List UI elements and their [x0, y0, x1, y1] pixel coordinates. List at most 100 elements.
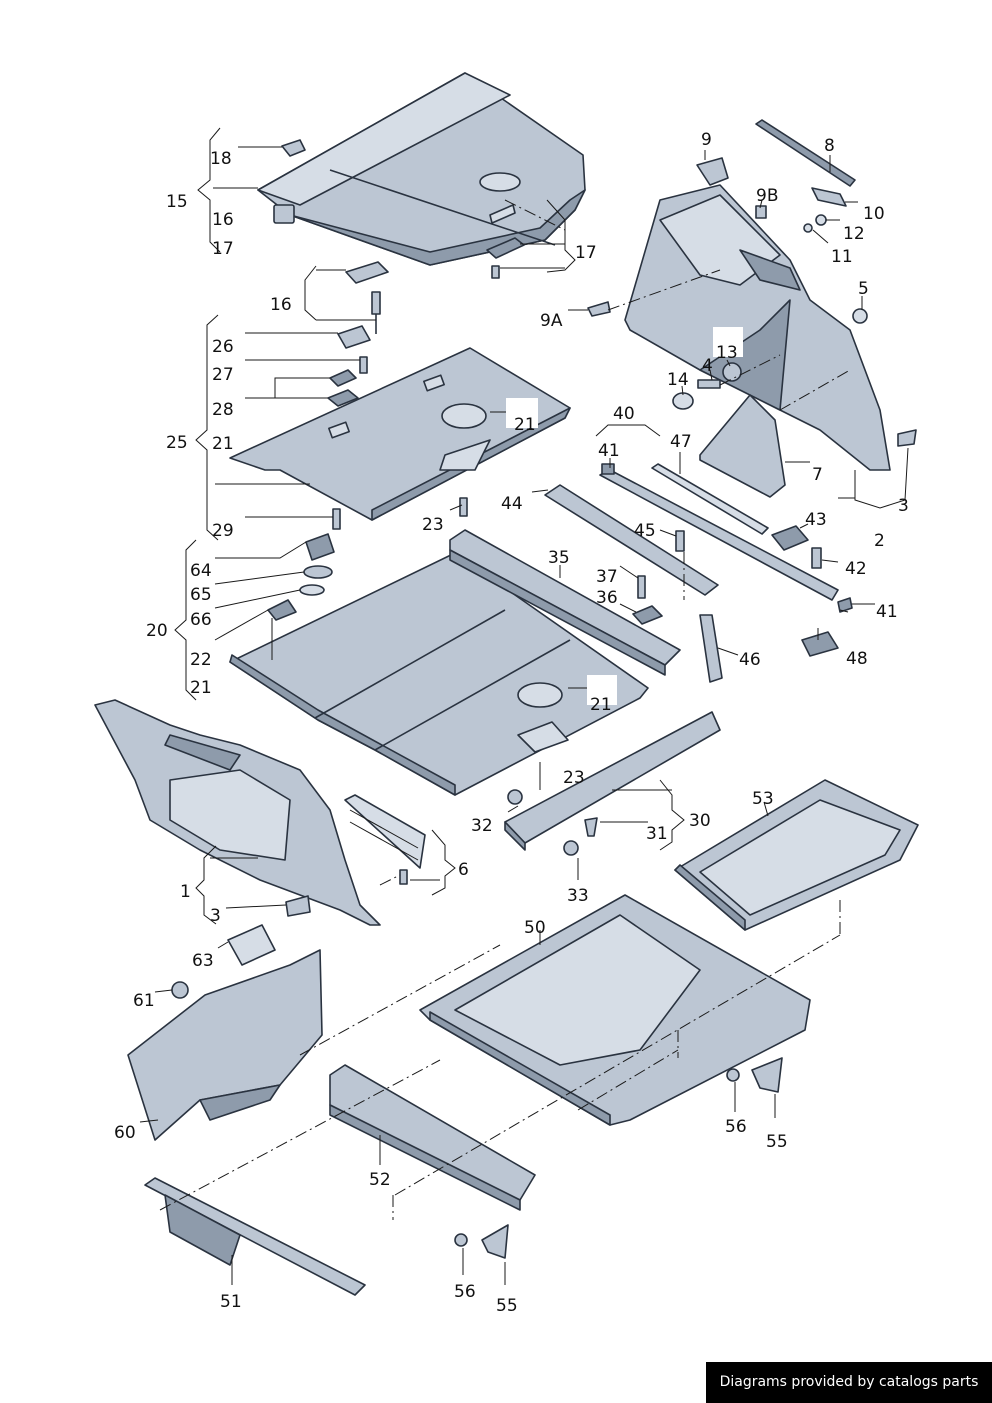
callout-21: 21 — [590, 695, 612, 715]
cover-7 — [699, 394, 786, 498]
callout-44: 44 — [501, 494, 523, 514]
callout-35: 35 — [548, 548, 570, 568]
callout-55: 55 — [496, 1296, 518, 1316]
callout-2: 2 — [874, 531, 885, 551]
callout-33: 33 — [567, 886, 589, 906]
callout-42: 42 — [845, 559, 867, 579]
callout-16: 16 — [212, 210, 234, 230]
leader-lines — [139, 127, 909, 1285]
callout-56: 56 — [725, 1117, 747, 1137]
net-6 — [344, 794, 426, 885]
callout-22: 22 — [190, 650, 212, 670]
callout-28: 28 — [212, 400, 234, 420]
sill-plate-30 — [504, 711, 721, 851]
callout-13: 13 — [716, 343, 738, 363]
callout-15: 15 — [166, 192, 188, 212]
callout-50: 50 — [524, 918, 546, 938]
callout-3: 3 — [210, 906, 221, 926]
callout-1: 1 — [180, 882, 191, 902]
callout-23: 23 — [563, 768, 585, 788]
callout-56: 56 — [454, 1282, 476, 1302]
dash-lines — [159, 199, 851, 1220]
crossmember-51 — [144, 1177, 366, 1296]
callout-55: 55 — [766, 1132, 788, 1152]
trim-60 — [127, 949, 323, 1141]
small-parts-9-14 — [587, 187, 917, 447]
label-box — [713, 327, 743, 357]
callout-21: 21 — [514, 415, 536, 435]
label-box — [506, 398, 538, 428]
callout-9: 9 — [701, 130, 712, 150]
trim-strip-8 — [755, 119, 856, 187]
callout-46: 46 — [739, 650, 761, 670]
callout-29: 29 — [212, 521, 234, 541]
callout-51: 51 — [220, 1292, 242, 1312]
side-trim-right-2 — [624, 157, 891, 471]
side-trim-left-1 — [94, 699, 381, 926]
callout-9b: 9B — [756, 186, 778, 206]
callout-17: 17 — [575, 243, 597, 263]
small-parts-26-28 — [327, 325, 468, 530]
callout-16: 16 — [270, 295, 292, 315]
callout-41: 41 — [598, 441, 620, 461]
floor-panel-25 — [229, 347, 571, 521]
callout-41: 41 — [876, 602, 898, 622]
callout-48: 48 — [846, 649, 868, 669]
callout-12: 12 — [843, 224, 865, 244]
sill-trim-35 — [449, 529, 681, 676]
callout-32: 32 — [471, 816, 493, 836]
callout-4: 4 — [702, 356, 713, 376]
callout-20: 20 — [146, 621, 168, 641]
cover-handle-17 — [486, 237, 525, 279]
callout-53: 53 — [752, 789, 774, 809]
label-box — [587, 675, 617, 705]
callout-30: 30 — [689, 811, 711, 831]
callout-5: 5 — [858, 279, 869, 299]
callout-52: 52 — [369, 1170, 391, 1190]
credit-badge: Diagrams provided by catalogs parts — [706, 1362, 992, 1403]
callout-17: 17 — [212, 239, 234, 259]
callout-37: 37 — [596, 567, 618, 587]
callout-3: 3 — [898, 496, 909, 516]
callout-14: 14 — [667, 370, 689, 390]
callout-9a: 9A — [540, 311, 563, 331]
callout-21: 21 — [212, 434, 234, 454]
callout-65: 65 — [190, 585, 212, 605]
callout-21: 21 — [190, 678, 212, 698]
callout-8: 8 — [824, 136, 835, 156]
callout-6: 6 — [458, 860, 469, 880]
callout-63: 63 — [192, 951, 214, 971]
callout-60: 60 — [114, 1123, 136, 1143]
callout-11: 11 — [831, 247, 853, 267]
callout-66: 66 — [190, 610, 212, 630]
loading-floor-20 — [229, 552, 649, 796]
callout-18: 18 — [210, 149, 232, 169]
callout-45: 45 — [634, 521, 656, 541]
rails-40-47 — [544, 463, 853, 683]
callout-23: 23 — [422, 515, 444, 535]
small-parts-61-63 — [171, 924, 276, 999]
callout-25: 25 — [166, 433, 188, 453]
tray-53 — [674, 779, 919, 931]
callout-47: 47 — [670, 432, 692, 452]
clip-18 — [281, 139, 306, 157]
callouts: 18 15 16 17 17 16 26 27 28 25 21 21 29 2… — [114, 130, 909, 1316]
crossmember-52 — [329, 1064, 536, 1211]
parts-36-37 — [632, 575, 663, 625]
callout-36: 36 — [596, 588, 618, 608]
small-parts-31-33 — [507, 789, 598, 856]
callout-64: 64 — [190, 561, 212, 581]
small-parts-64-66 — [267, 533, 335, 621]
callout-43: 43 — [805, 510, 827, 530]
bracket-16 — [345, 261, 389, 334]
callout-27: 27 — [212, 365, 234, 385]
callout-10: 10 — [863, 204, 885, 224]
callout-7: 7 — [812, 465, 823, 485]
brackets-55-56 — [454, 1057, 783, 1259]
callout-61: 61 — [133, 991, 155, 1011]
callout-40: 40 — [613, 404, 635, 424]
callout-26: 26 — [212, 337, 234, 357]
callout-31: 31 — [646, 824, 668, 844]
luggage-cover — [257, 72, 586, 266]
